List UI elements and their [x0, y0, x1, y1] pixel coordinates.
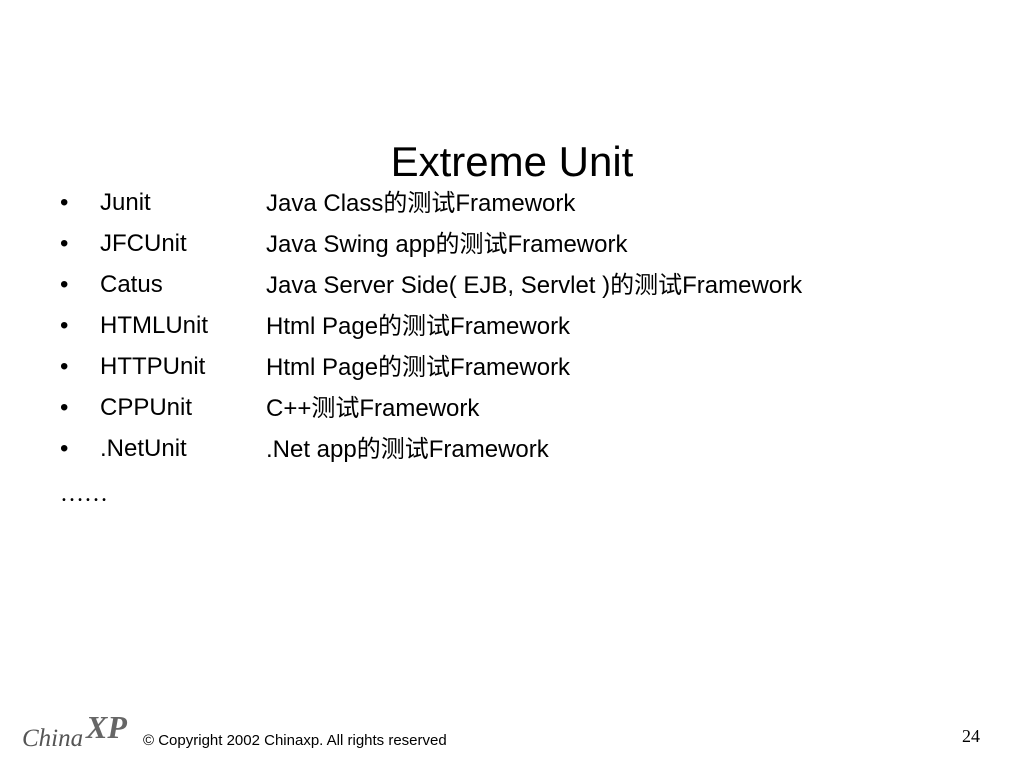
description-framework-text: Framework	[450, 313, 571, 340]
description-text: C++	[266, 395, 312, 422]
description-cjk-text: 的测试	[356, 435, 429, 463]
bullet-description: C++测试Framework	[266, 389, 479, 428]
description-text: Java Server Side( EJB, Servlet )	[266, 272, 611, 299]
description-framework-text: Framework	[507, 231, 628, 258]
bullet-term: HTMLUnit	[100, 312, 209, 339]
description-cjk-text: 的测试	[383, 189, 456, 217]
bullet-list: • Junit Java Class的测试Framework • JFCUnit…	[60, 184, 1000, 471]
copyright-notice: © Copyright 2002 Chinaxp. All rights res…	[143, 732, 447, 749]
bullet-row-httpunit: • HTTPUnit Html Page的测试Framework	[60, 348, 1000, 389]
description-text: Java Class	[266, 190, 384, 217]
bullet-marker: •	[60, 189, 69, 216]
description-framework-text: Framework	[682, 272, 803, 299]
description-text: Java Swing app	[266, 231, 436, 258]
description-framework-text: Framework	[450, 354, 571, 381]
bullet-description: Java Class的测试Framework	[266, 184, 575, 223]
logo-xp-text: XP	[85, 712, 127, 745]
bullet-marker: •	[60, 271, 69, 298]
bullet-row-junit: • Junit Java Class的测试Framework	[60, 184, 1000, 225]
description-cjk-text: 的测试	[435, 230, 508, 258]
description-text: .Net app	[266, 436, 357, 463]
bullet-marker: •	[60, 394, 69, 421]
description-text: Html Page	[266, 354, 379, 381]
page-number: 24	[962, 726, 980, 746]
bullet-term: JFCUnit	[100, 230, 187, 257]
bullet-term: .NetUnit	[100, 435, 187, 462]
bullet-row-cppunit: • CPPUnit C++测试Framework	[60, 389, 1000, 430]
bullet-description: Java Swing app的测试Framework	[266, 225, 627, 264]
description-text: Html Page	[266, 313, 379, 340]
bullet-marker: •	[60, 353, 69, 380]
bullet-row-netunit: • .NetUnit .Net app的测试Framework	[60, 430, 1000, 471]
bullet-term: HTTPUnit	[100, 353, 206, 380]
description-framework-text: Framework	[428, 436, 549, 463]
bullet-description: Html Page的测试Framework	[266, 348, 570, 387]
bullet-term: Junit	[100, 189, 151, 216]
bullet-description: Html Page的测试Framework	[266, 307, 570, 346]
description-cjk-text: 的测试	[378, 353, 451, 381]
continuation-ellipsis: ……	[60, 481, 108, 507]
bullet-marker: •	[60, 435, 69, 462]
description-framework-text: Framework	[359, 395, 480, 422]
bullet-marker: •	[60, 312, 69, 339]
description-cjk-text: 的测试	[378, 312, 451, 340]
bullet-row-jfcunit: • JFCUnit Java Swing app的测试Framework	[60, 225, 1000, 266]
bullet-description: .Net app的测试Framework	[266, 430, 549, 469]
bullet-term: Catus	[100, 271, 163, 298]
bullet-term: CPPUnit	[100, 394, 193, 421]
logo-china-text: China	[22, 725, 83, 752]
description-cjk-text: 的测试	[610, 271, 683, 299]
slide-title: Extreme Unit	[390, 138, 634, 186]
bullet-marker: •	[60, 230, 69, 257]
description-framework-text: Framework	[455, 190, 576, 217]
bullet-row-htmlunit: • HTMLUnit Html Page的测试Framework	[60, 307, 1000, 348]
bullet-row-catus: • Catus Java Server Side( EJB, Servlet )…	[60, 266, 1000, 307]
chinaxp-logo: China XP	[22, 712, 127, 752]
description-cjk-text: 测试	[311, 394, 360, 422]
bullet-description: Java Server Side( EJB, Servlet )的测试Frame…	[266, 266, 802, 305]
